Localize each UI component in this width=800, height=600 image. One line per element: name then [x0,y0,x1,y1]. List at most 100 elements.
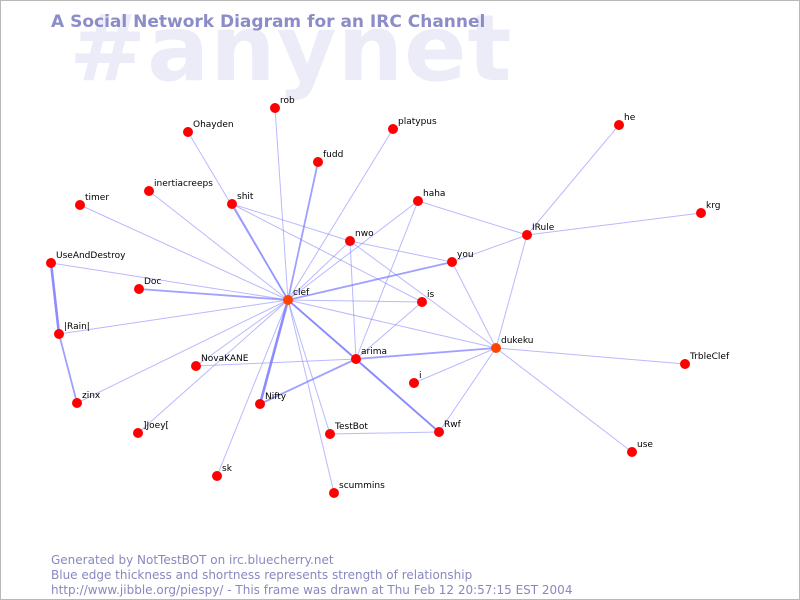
node-krg[interactable]: krg [696,201,720,218]
node-dot[interactable] [54,329,64,339]
edge-dukeku-trbleclef [495,347,686,365]
footer-legend-note: Blue edge thickness and shortness repres… [51,568,473,582]
node-dot[interactable] [283,295,293,305]
edge-clef-testbot [287,299,331,435]
node-dot[interactable] [325,429,335,439]
node-label: NovaKANE [201,354,249,364]
node-use[interactable]: use [627,440,653,457]
node-clef[interactable]: clef [283,288,310,305]
node-dot[interactable] [413,196,423,206]
node-label: TrbleClef [689,352,730,362]
node-dot[interactable] [491,343,501,353]
node-is[interactable]: is [417,290,435,307]
node-dot[interactable] [680,359,690,369]
node-dot[interactable] [417,297,427,307]
node-dot[interactable] [409,378,419,388]
node-zinx[interactable]: zinx [72,391,101,408]
node-dukeku[interactable]: dukeku [491,336,533,353]
edge-arima-rwf [355,358,440,433]
node-useanddestroy[interactable]: UseAndDestroy [46,251,126,268]
node-arima[interactable]: arima [351,347,387,364]
node-inertiacreeps[interactable]: inertiacreeps [144,179,213,196]
node-dot[interactable] [255,399,265,409]
node-doc[interactable]: Doc [134,277,161,294]
edge-haha-arima [355,200,419,360]
node-label: fudd [323,150,343,160]
node-dot[interactable] [75,200,85,210]
edge-clef-joey [137,299,289,434]
edge-irain-zinx [58,333,78,404]
footer-source-link[interactable]: http://www.jibble.org/piespy/ - This fra… [51,583,573,597]
node-i[interactable]: i [409,371,422,388]
edge-shit-is [231,203,423,303]
node-dot[interactable] [345,236,355,246]
node-dot[interactable] [183,127,193,137]
node-label: Nifty [265,392,287,402]
node-ohayden[interactable]: Ohayden [183,120,234,137]
node-rob[interactable]: rob [270,96,295,113]
node-dot[interactable] [313,157,323,167]
node-nwo[interactable]: nwo [345,229,374,246]
node-label: timer [85,193,109,203]
node-dot[interactable] [227,199,237,209]
node-dot[interactable] [191,361,201,371]
node-irule[interactable]: IRule [522,223,555,240]
node-you[interactable]: you [447,250,474,267]
node-label: shit [237,192,254,202]
node-dot[interactable] [696,208,706,218]
node-testbot[interactable]: TestBot [325,422,368,439]
edge-nwo-dukeku [349,240,497,349]
node-dot[interactable] [270,103,280,113]
node-sk[interactable]: sk [212,464,233,481]
node-nifty[interactable]: Nifty [255,392,287,409]
node-dot[interactable] [46,258,56,268]
node-dot[interactable] [627,447,637,457]
node-platypus[interactable]: platypus [388,117,437,134]
footer-generated-by: Generated by NotTestBOT on irc.bluecherr… [51,553,334,567]
node-dot[interactable] [134,284,144,294]
node-label: inertiacreeps [154,179,213,189]
edge-layer [49,107,702,494]
node-joey[interactable]: ]Joey[ [133,421,169,438]
node-label: dukeku [501,336,533,346]
node-timer[interactable]: timer [75,193,109,210]
node-dot[interactable] [133,428,143,438]
node-dot[interactable] [72,398,82,408]
edge-clef-dukeku [287,299,497,349]
node-dot[interactable] [447,257,457,267]
node-novakane[interactable]: NovaKANE [191,354,249,371]
node-label: |Rain| [64,322,90,332]
node-dot[interactable] [212,471,222,481]
node-irain[interactable]: |Rain| [54,322,90,339]
node-label: you [457,250,474,260]
edge-dukeku-rwf [438,347,497,433]
node-haha[interactable]: haha [413,189,445,206]
node-label: arima [361,347,387,357]
node-dot[interactable] [388,124,398,134]
node-he[interactable]: he [614,113,636,130]
node-dot[interactable] [351,354,361,364]
node-shit[interactable]: shit [227,192,254,209]
edge-clef-platypus [287,128,394,301]
node-trbleclef[interactable]: TrbleClef [680,352,730,369]
edge-is-arima [355,301,423,360]
edge-clef-fudd [287,161,319,301]
node-label: IRule [532,223,555,233]
edge-clef-scummins [287,299,335,494]
node-dot[interactable] [144,186,154,196]
node-dot[interactable] [614,120,624,130]
node-label: Ohayden [193,120,234,130]
node-layer: rob platypus he Ohayden fudd timer inertiacree… [46,96,730,498]
edge-he-irule [526,124,620,236]
node-scummins[interactable]: scummins [329,481,385,498]
node-dot[interactable] [522,230,532,240]
edge-irule-you [451,234,528,263]
node-label: Rwf [444,420,462,430]
edge-dukeku-i [413,347,497,384]
node-fudd[interactable]: fudd [313,150,343,167]
channel-watermark: #anynet [69,0,513,102]
node-dot[interactable] [434,427,444,437]
node-dot[interactable] [329,488,339,498]
node-rwf[interactable]: Rwf [434,420,462,437]
